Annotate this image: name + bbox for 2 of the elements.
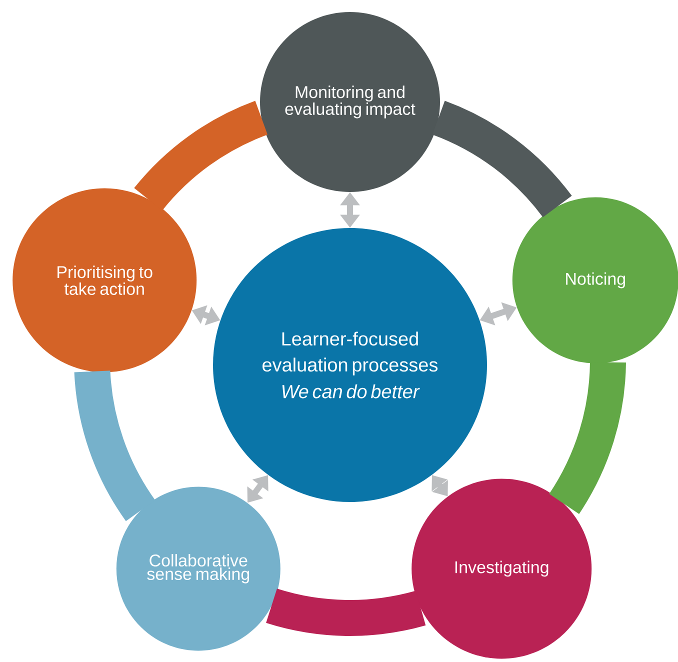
ring-band	[432, 100, 572, 218]
ring-band	[134, 100, 268, 211]
